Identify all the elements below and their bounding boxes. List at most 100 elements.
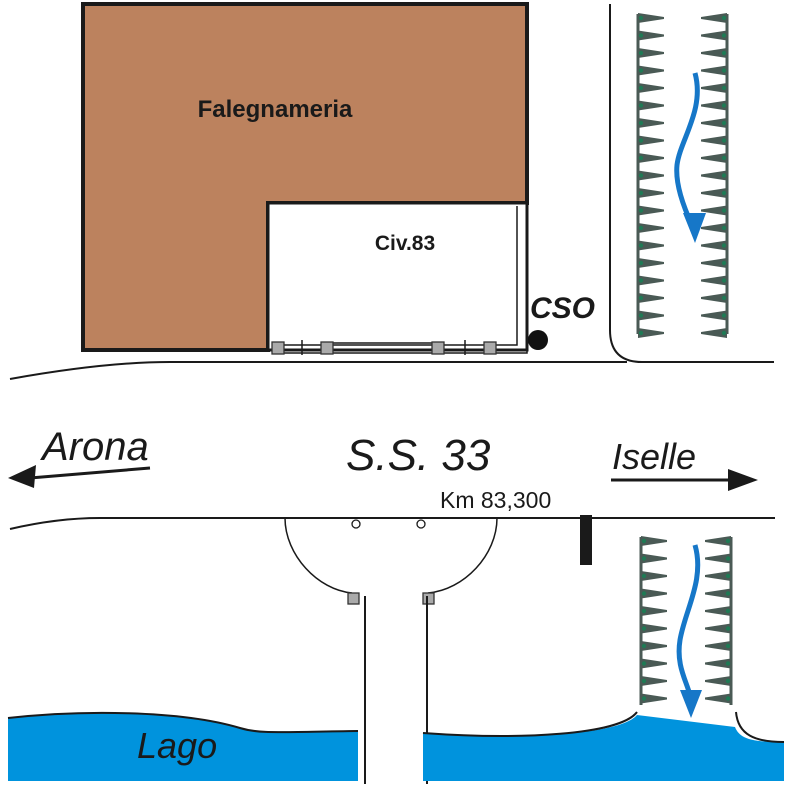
- hedge-leaf: [638, 275, 664, 286]
- hedge-node: [638, 225, 644, 231]
- hedge-leaf: [701, 328, 727, 338]
- falegnameria-label: Falegnameria: [198, 96, 353, 123]
- pipe-manhole: [483, 341, 497, 355]
- hedge-node: [641, 608, 647, 614]
- access-manhole-right: [422, 592, 435, 605]
- hedge-leaf: [638, 48, 664, 58]
- arona-arrowhead: [8, 465, 36, 488]
- hedge-node: [638, 330, 644, 336]
- pipe-manhole: [320, 341, 334, 355]
- drain-inlet-right: [416, 519, 426, 529]
- access-curve-left: [284, 517, 353, 594]
- pipe-manholes: [271, 341, 497, 355]
- hedge-leaf: [638, 13, 664, 23]
- hedge-leaf: [705, 571, 731, 581]
- hedge-leaf: [638, 118, 664, 128]
- lago-label: Lago: [137, 725, 217, 766]
- hedge-node: [721, 295, 727, 301]
- hedge-node: [725, 556, 731, 561]
- lake-right: [423, 715, 784, 781]
- cso-label: CSO: [530, 292, 595, 325]
- hedge-node: [641, 626, 647, 631]
- hedge-leaf: [701, 30, 727, 41]
- hedge-leaf: [641, 588, 667, 599]
- hedge-leaf: [701, 13, 727, 23]
- road-edge-upper: [9, 361, 627, 380]
- hedge-leaf: [638, 205, 664, 216]
- hedge-node: [721, 190, 727, 196]
- hedge-node: [721, 85, 727, 91]
- hedge-node: [721, 225, 727, 231]
- hedge-leaf: [641, 553, 667, 564]
- hedge-node: [638, 173, 644, 178]
- hedge-node: [721, 208, 727, 213]
- hedge-node: [725, 661, 731, 666]
- hedge-leaf: [638, 170, 664, 181]
- hedge-node: [725, 696, 731, 701]
- access-manhole-left: [347, 592, 360, 605]
- hedge-node: [721, 50, 727, 56]
- hedge-node: [721, 173, 727, 178]
- hedge-node: [721, 103, 727, 108]
- hedge-leaf: [701, 275, 727, 286]
- hedge-leaf: [701, 205, 727, 216]
- hedge-leaf: [638, 65, 664, 76]
- hedge-node: [721, 260, 727, 266]
- hedge-node: [641, 573, 647, 579]
- hedge-node: [641, 591, 647, 596]
- hedge-node: [725, 538, 731, 544]
- cso-point: [528, 330, 548, 350]
- hedge-node: [638, 138, 644, 143]
- hedge-leaf: [701, 223, 727, 233]
- hedge-leaf: [638, 328, 664, 338]
- hedge-leaf: [701, 170, 727, 181]
- hedge-leaf: [701, 188, 727, 198]
- drain-pipe: [278, 206, 528, 355]
- hedge-node: [638, 68, 644, 73]
- flow-arrowhead-lower: [680, 690, 702, 718]
- lake-right-shore-2: [735, 711, 785, 743]
- arona-arrow-line: [29, 466, 151, 480]
- hedge-leaf: [638, 30, 664, 41]
- hedge-node: [721, 138, 727, 143]
- hedge-node: [641, 538, 647, 544]
- hedge-leaf: [705, 658, 731, 669]
- hedge-node: [721, 243, 727, 248]
- hedge-leaf: [638, 83, 664, 93]
- hedge-node: [725, 626, 731, 631]
- hedge-leaf: [641, 658, 667, 669]
- hedge-leaf: [701, 153, 727, 163]
- flow-arrow-lower: [676, 544, 701, 696]
- hedge-node: [638, 15, 644, 21]
- hedge-leaf: [641, 693, 667, 704]
- hedge-node: [641, 696, 647, 701]
- hedge-node: [725, 678, 731, 684]
- hedge-leaf: [638, 100, 664, 111]
- hedge-node: [638, 295, 644, 301]
- hedge-leaf: [701, 118, 727, 128]
- hedge-leaf: [701, 258, 727, 268]
- hedge-leaf: [701, 293, 727, 303]
- hedge-leaf: [705, 553, 731, 564]
- hedge-node: [721, 15, 727, 21]
- access-curve-right: [427, 517, 498, 594]
- hedge-leaf: [701, 135, 727, 146]
- hedge-leaf: [641, 571, 667, 581]
- hedge-node: [638, 155, 644, 161]
- flow-arrowhead-upper: [683, 213, 706, 243]
- iselle-arrowhead: [728, 469, 758, 491]
- civ83-building: [266, 201, 529, 352]
- pipe-manhole: [271, 341, 285, 355]
- hedge-leaf: [705, 693, 731, 704]
- hedge-node: [721, 33, 727, 38]
- hedge-leaf: [638, 153, 664, 163]
- hedge-leaf: [701, 310, 727, 321]
- hedge-leaf: [641, 676, 667, 686]
- hedge-leaf: [641, 606, 667, 616]
- hedge-leaf: [705, 623, 731, 634]
- road-edge-lower: [9, 517, 775, 530]
- hedge-node: [638, 313, 644, 318]
- hedge-leaf: [641, 536, 667, 546]
- hedge-leaf: [701, 83, 727, 93]
